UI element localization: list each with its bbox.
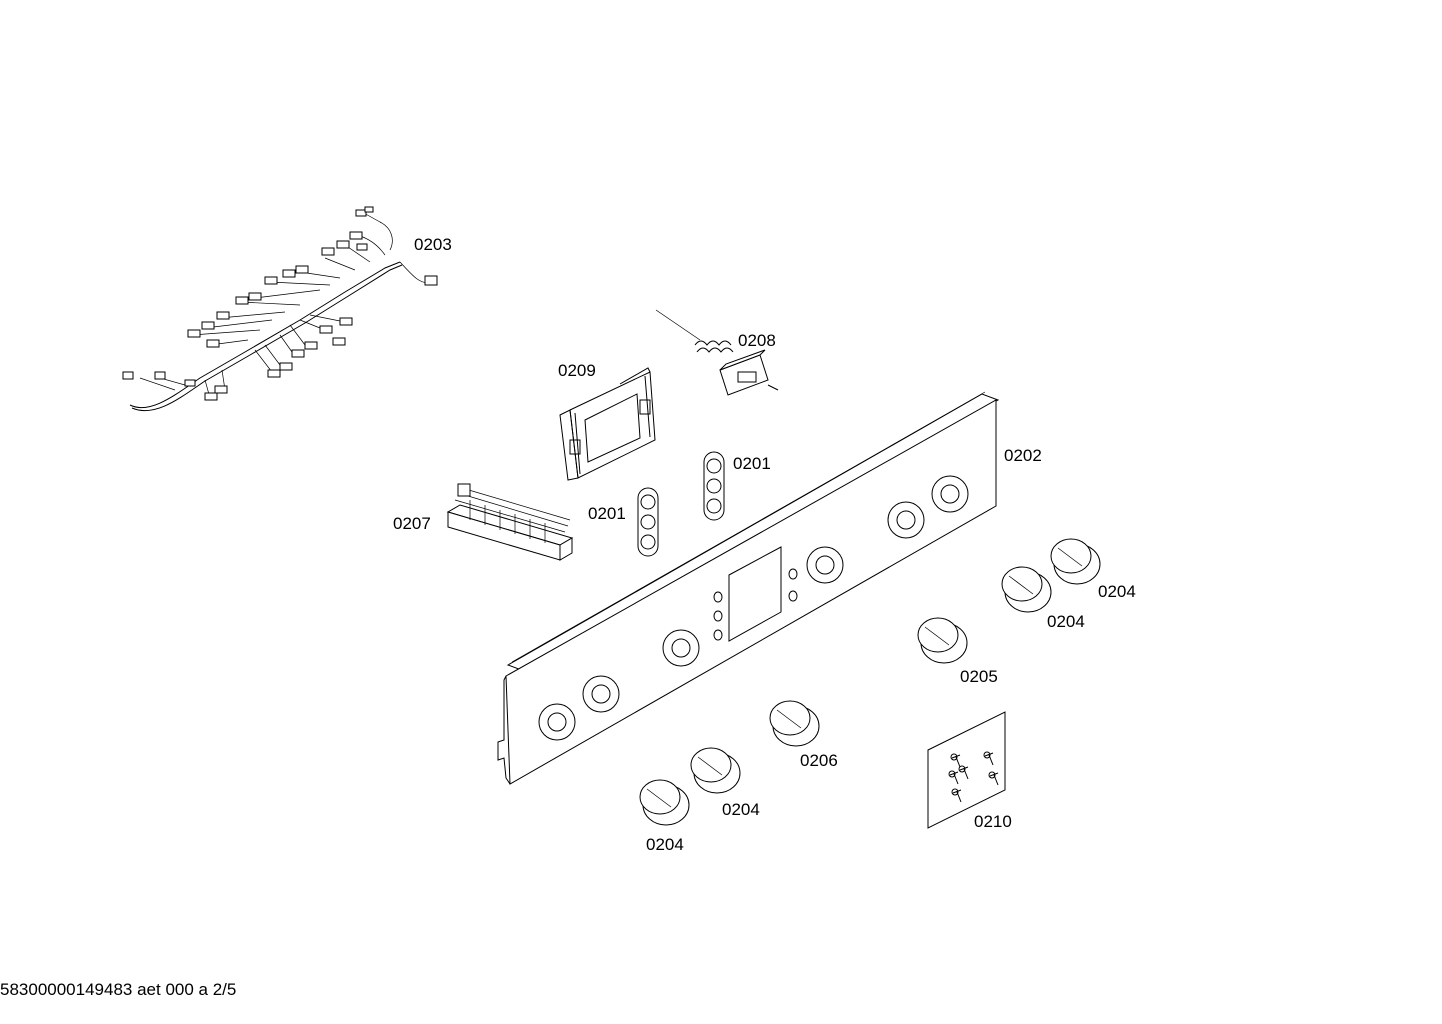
thermostat: 0208: [655, 309, 779, 396]
switch-frame-left: 0201: [588, 487, 659, 557]
label-wiring-harness: 0203: [414, 235, 452, 254]
wiring-harness: 0203: [122, 206, 452, 412]
label-knob-right-top: 0204: [1047, 612, 1085, 631]
label-terminal-block: 0207: [393, 514, 431, 533]
label-knob-far-right-top: 0204: [1098, 582, 1136, 601]
knob-lower-left: 0204: [639, 779, 690, 854]
label-knob-lower-left: 0204: [646, 835, 684, 854]
label-switch-frame-right: 0201: [733, 454, 771, 473]
knob-0205: 0205: [917, 617, 998, 686]
label-control-panel: 0202: [1004, 446, 1042, 465]
label-screw-set: 0210: [974, 812, 1012, 831]
knob-right-top: 0204: [1001, 566, 1085, 631]
control-panel: 0202: [497, 391, 1042, 785]
knob-lower-middle: 0204: [690, 747, 760, 819]
timer-module: 0209: [558, 361, 656, 481]
label-knob-0205: 0205: [960, 667, 998, 686]
knob-0206: 0206: [769, 700, 838, 770]
knob-far-right-top: 0204: [1050, 538, 1136, 601]
switch-frame-right: 0201: [703, 451, 771, 521]
label-timer-module: 0209: [558, 361, 596, 380]
label-thermostat: 0208: [738, 331, 776, 350]
terminal-block: 0207: [393, 483, 574, 561]
screw-set: 0210: [927, 711, 1012, 831]
label-knob-0206: 0206: [800, 751, 838, 770]
document-code: 58300000149483 aet 000 a 2/5: [0, 980, 237, 999]
label-switch-frame-left: 0201: [588, 504, 626, 523]
label-knob-lower-middle: 0204: [722, 800, 760, 819]
